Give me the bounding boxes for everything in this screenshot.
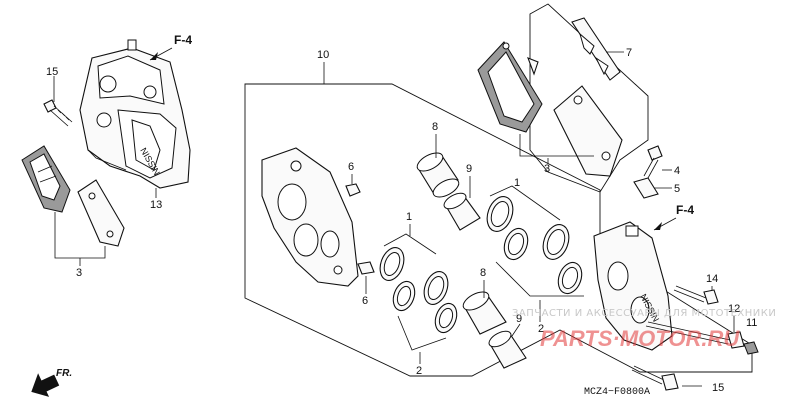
label-9-top: 9 [466,163,472,175]
exploded-view-frame [244,83,753,377]
front-arrow-label: FR. [56,368,72,379]
dust-seal-9-top [443,192,481,231]
label-f4-right: F-4 [676,203,694,217]
bleeder-nut-6-top [345,183,361,197]
brake-pad-left-b [77,179,125,247]
label-1-mid: 1 [406,211,412,223]
dust-seal-9-bottom [488,330,527,369]
label-6-bottom: 6 [362,295,368,307]
label-8-top: 8 [432,121,438,133]
label-4: 4 [674,165,680,177]
nut-11 [743,341,759,355]
label-1-right: 1 [514,177,520,189]
label-13: 13 [150,199,162,211]
brake-pad-top-a [477,41,543,133]
label-10: 10 [317,49,329,61]
brake-pad-top-b [553,85,623,177]
label-3-top: 3 [544,163,550,175]
label-5: 5 [674,183,680,195]
front-direction-arrow [31,373,60,397]
bolt-15-bottom [631,365,679,391]
label-9-bottom: 9 [516,313,522,325]
label-2-right: 2 [538,323,544,335]
piston-8-bottom [462,291,507,335]
pad-pin-4 [643,145,663,179]
label-2-bottom: 2 [416,365,422,377]
assembled-caliper-13: NISSIN [79,39,191,189]
bolt-12 [645,321,745,349]
label-14: 14 [706,273,718,285]
label-7: 7 [626,47,632,59]
caliper-body-half [261,147,359,287]
label-8-bottom: 8 [480,267,486,279]
bolt-14 [673,285,719,305]
label-6-top: 6 [348,161,354,173]
caliper-bracket: NISSIN [593,221,673,351]
label-12: 12 [728,303,740,315]
shim-7 [571,17,621,81]
brake-pad-left-a [21,145,71,213]
label-15-bottom: 15 [712,382,724,394]
label-11: 11 [746,317,757,329]
label-f4-left: F-4 [174,33,192,47]
bolt-15-top [43,99,73,127]
label-15-top: 15 [46,66,58,78]
watermark-logo: PARTS·MOTOR.RU [540,326,740,351]
figure-code: MCZ4−F0800A [584,387,650,398]
pin-clip-5 [633,177,659,199]
piston-8-top [416,152,460,198]
bleeder-nut-6-bottom [357,261,375,275]
watermark-text: ЗАПЧАСТИ И АКСЕССУАРЫ ДЛЯ МОТОТЕХНИКИ [512,308,776,319]
label-3-left: 3 [76,267,82,279]
